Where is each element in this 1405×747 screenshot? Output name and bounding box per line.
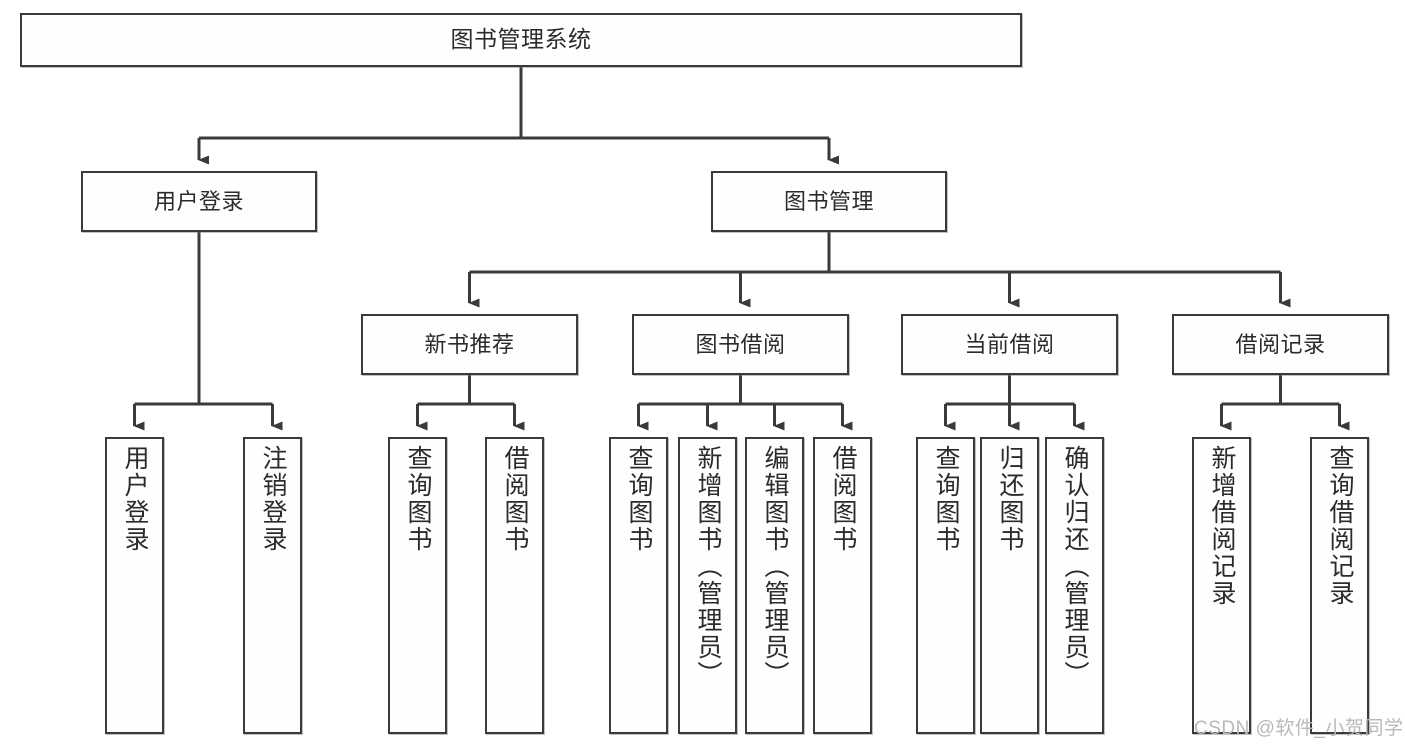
node-records-2[interactable]: 查询借阅记录 xyxy=(1310,437,1369,734)
node-label: 查询图书 xyxy=(404,445,432,553)
node-borrow-2[interactable]: 新增图书（管理员） xyxy=(678,437,737,734)
node-login-2[interactable]: 注销登录 xyxy=(243,437,302,734)
node-borrow[interactable]: 图书借阅 xyxy=(632,314,849,375)
node-newbook-1[interactable]: 查询图书 xyxy=(388,437,447,734)
node-label: 查询图书 xyxy=(625,445,653,553)
node-label: 确认归还（管理员） xyxy=(1061,445,1089,688)
node-label: 查询借阅记录 xyxy=(1326,445,1354,607)
node-records[interactable]: 借阅记录 xyxy=(1172,314,1389,375)
node-current-1[interactable]: 查询图书 xyxy=(916,437,975,734)
node-current-3[interactable]: 确认归还（管理员） xyxy=(1045,437,1104,734)
node-current[interactable]: 当前借阅 xyxy=(901,314,1118,375)
node-label: 归还图书 xyxy=(996,445,1024,553)
node-records-1[interactable]: 新增借阅记录 xyxy=(1192,437,1251,734)
node-login-1[interactable]: 用户登录 xyxy=(105,437,164,734)
edges xyxy=(133,67,1350,431)
node-borrow-4[interactable]: 借阅图书 xyxy=(813,437,872,734)
node-label: 新增图书（管理员） xyxy=(694,445,722,688)
node-label: 注销登录 xyxy=(259,445,287,553)
node-current-2[interactable]: 归还图书 xyxy=(980,437,1039,734)
node-label: 图书借阅 xyxy=(695,331,786,357)
node-borrow-1[interactable]: 查询图书 xyxy=(609,437,668,734)
node-label: 图书管理系统 xyxy=(450,26,592,53)
node-login[interactable]: 用户登录 xyxy=(81,171,317,232)
node-label: 编辑图书（管理员） xyxy=(761,445,789,688)
node-newbook[interactable]: 新书推荐 xyxy=(361,314,578,375)
node-newbook-2[interactable]: 借阅图书 xyxy=(485,437,544,734)
node-bookmgmt[interactable]: 图书管理 xyxy=(711,171,947,232)
node-label: 新书推荐 xyxy=(424,331,515,357)
node-label: 图书管理 xyxy=(783,188,874,214)
node-root[interactable]: 图书管理系统 xyxy=(20,13,1022,67)
node-label: 当前借阅 xyxy=(964,331,1055,357)
node-label: 用户登录 xyxy=(153,188,244,214)
node-label: 用户登录 xyxy=(121,445,149,553)
node-label: 借阅图书 xyxy=(501,445,529,553)
node-label: 借阅图书 xyxy=(829,445,857,553)
node-borrow-3[interactable]: 编辑图书（管理员） xyxy=(745,437,804,734)
node-label: 借阅记录 xyxy=(1235,331,1326,357)
node-label: 新增借阅记录 xyxy=(1208,445,1236,607)
node-label: 查询图书 xyxy=(932,445,960,553)
